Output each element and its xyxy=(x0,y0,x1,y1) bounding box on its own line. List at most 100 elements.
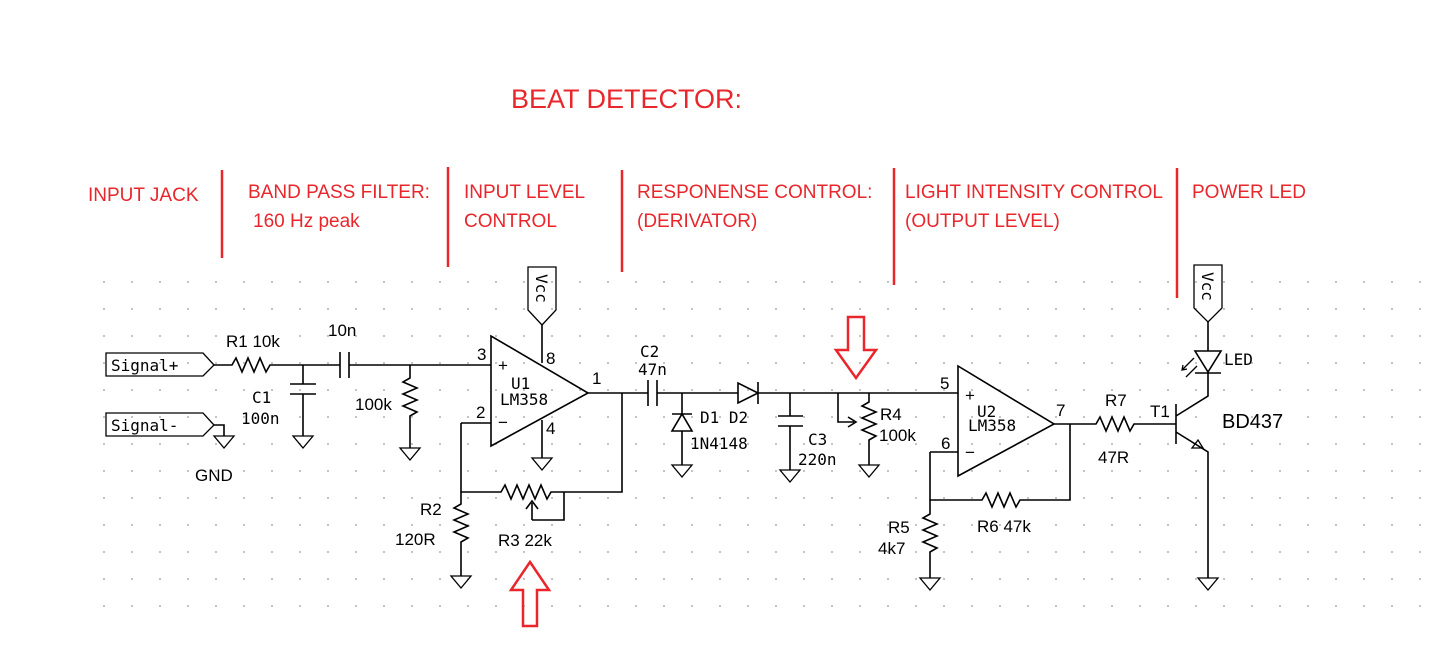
grid-dot xyxy=(1111,605,1113,607)
u1-pin2: 2 xyxy=(476,403,485,422)
grid-dot xyxy=(887,551,889,553)
grid-dot xyxy=(915,416,917,418)
grid-dot xyxy=(663,281,665,283)
grid-dot xyxy=(691,389,693,391)
grid-dot xyxy=(131,578,133,580)
grid-dot xyxy=(551,578,553,580)
grid-dot xyxy=(187,578,189,580)
section-labels: INPUT JACK BAND PASS FILTER: 160 Hz peak… xyxy=(88,182,1306,232)
grid-dot xyxy=(1083,578,1085,580)
grid-dot xyxy=(831,524,833,526)
grid-dot xyxy=(1055,389,1057,391)
r4-name: R4 xyxy=(880,405,902,424)
grid-dot xyxy=(775,416,777,418)
grid-dot xyxy=(523,470,525,472)
grid-dot xyxy=(747,308,749,310)
grid-dot xyxy=(411,416,413,418)
grid-dot xyxy=(663,551,665,553)
grid-dot xyxy=(1391,605,1393,607)
grid-dot xyxy=(971,308,973,310)
grid-dot xyxy=(1307,605,1309,607)
grid-dot xyxy=(1083,362,1085,364)
grid-dot xyxy=(691,470,693,472)
grid-dot xyxy=(1279,335,1281,337)
cap-10n xyxy=(339,352,481,378)
grid-dot xyxy=(1055,497,1057,499)
grid-dot xyxy=(1419,362,1421,364)
grid-dot xyxy=(103,470,105,472)
grid-dot xyxy=(131,524,133,526)
grid-dot xyxy=(1307,281,1309,283)
grid-dot xyxy=(747,605,749,607)
grid-dot xyxy=(1419,470,1421,472)
grid-dot xyxy=(1335,281,1337,283)
grid-dot xyxy=(159,497,161,499)
ground-icon xyxy=(398,447,422,462)
r3-resistor xyxy=(460,393,623,502)
grid-dot xyxy=(495,362,497,364)
grid-dot xyxy=(607,551,609,553)
grid-dot xyxy=(775,389,777,391)
grid-dot xyxy=(439,524,441,526)
r7-value: 47R xyxy=(1098,448,1129,467)
grid-dot xyxy=(1167,308,1169,310)
grid-dot xyxy=(243,362,245,364)
grid-dot xyxy=(355,308,357,310)
grid-dot xyxy=(411,308,413,310)
grid-dot xyxy=(187,308,189,310)
grid-dot xyxy=(215,551,217,553)
grid-dot xyxy=(1363,389,1365,391)
grid-dot xyxy=(1391,362,1393,364)
grid-dot xyxy=(579,335,581,337)
grid-dot xyxy=(999,362,1001,364)
t1-transistor: T1 BD437 xyxy=(1150,376,1283,578)
grid-dot xyxy=(327,524,329,526)
grid-dot xyxy=(971,443,973,445)
grid-dot xyxy=(1363,605,1365,607)
grid-dot xyxy=(1419,308,1421,310)
grid-dot xyxy=(803,443,805,445)
grid-dot xyxy=(439,281,441,283)
grid-dot xyxy=(1195,551,1197,553)
grid-dot xyxy=(327,416,329,418)
grid-dot xyxy=(383,497,385,499)
grid-dot xyxy=(103,497,105,499)
section-response-title: RESPONENSE CONTROL: xyxy=(637,182,872,203)
grid-dot xyxy=(131,335,133,337)
grid-dot xyxy=(1139,308,1141,310)
grid-dot xyxy=(1391,578,1393,580)
grid-dot xyxy=(271,335,273,337)
grid-dot xyxy=(1363,551,1365,553)
grid-dot xyxy=(999,308,1001,310)
grid-dot xyxy=(1363,497,1365,499)
grid-dot xyxy=(691,308,693,310)
grid-dot xyxy=(355,389,357,391)
grid-dot xyxy=(271,605,273,607)
grid-dot xyxy=(411,551,413,553)
grid-dot xyxy=(971,335,973,337)
ground-icon xyxy=(857,464,881,479)
grid-dot xyxy=(299,389,301,391)
grid-dot xyxy=(383,335,385,337)
grid-dot xyxy=(859,335,861,337)
grid-dot xyxy=(1391,308,1393,310)
grid-dot xyxy=(411,443,413,445)
grid-dot xyxy=(1167,443,1169,445)
grid-dot xyxy=(943,605,945,607)
grid-dot xyxy=(439,335,441,337)
grid-dot xyxy=(1279,551,1281,553)
grid-dot xyxy=(1251,281,1253,283)
u2-opamp: + − U2 LM358 5 6 7 xyxy=(930,364,1070,478)
grid-dot xyxy=(411,605,413,607)
grid-dot xyxy=(159,308,161,310)
grid-dot xyxy=(1195,281,1197,283)
grid-dot xyxy=(1195,470,1197,472)
grid-dot xyxy=(1223,524,1225,526)
grid-dot xyxy=(1279,416,1281,418)
grid-dot xyxy=(215,470,217,472)
grid-dot xyxy=(635,416,637,418)
grid-dot xyxy=(775,497,777,499)
grid-dot xyxy=(1195,416,1197,418)
gnd-label: GND xyxy=(195,466,233,485)
